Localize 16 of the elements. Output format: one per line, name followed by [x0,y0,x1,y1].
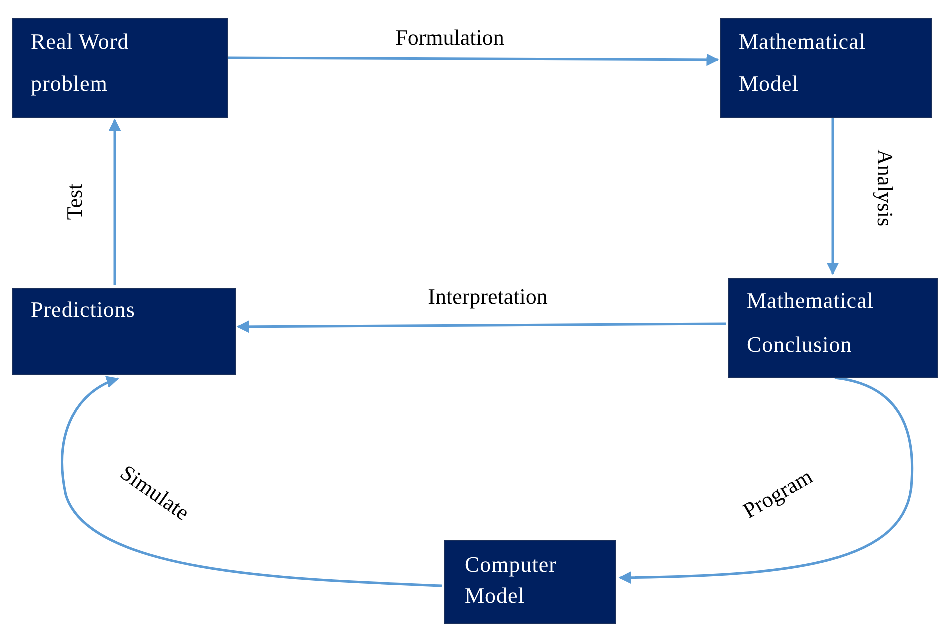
arrow [108,118,122,285]
node-label: Real Word problem [31,28,130,98]
node-label: Computer Model [465,551,558,610]
process-box [12,18,228,118]
node-label: Mathematical Model [739,28,867,98]
arrow [228,54,720,66]
arrow [618,376,914,584]
process-box [720,18,932,118]
process-box [12,288,236,375]
node-label: Mathematical Conclusion [747,287,875,359]
arrow [826,118,840,276]
node-label: Predictions [31,296,136,324]
process-box [728,278,938,378]
arrow [236,320,726,334]
arrow [61,376,442,588]
process-box [444,540,616,624]
